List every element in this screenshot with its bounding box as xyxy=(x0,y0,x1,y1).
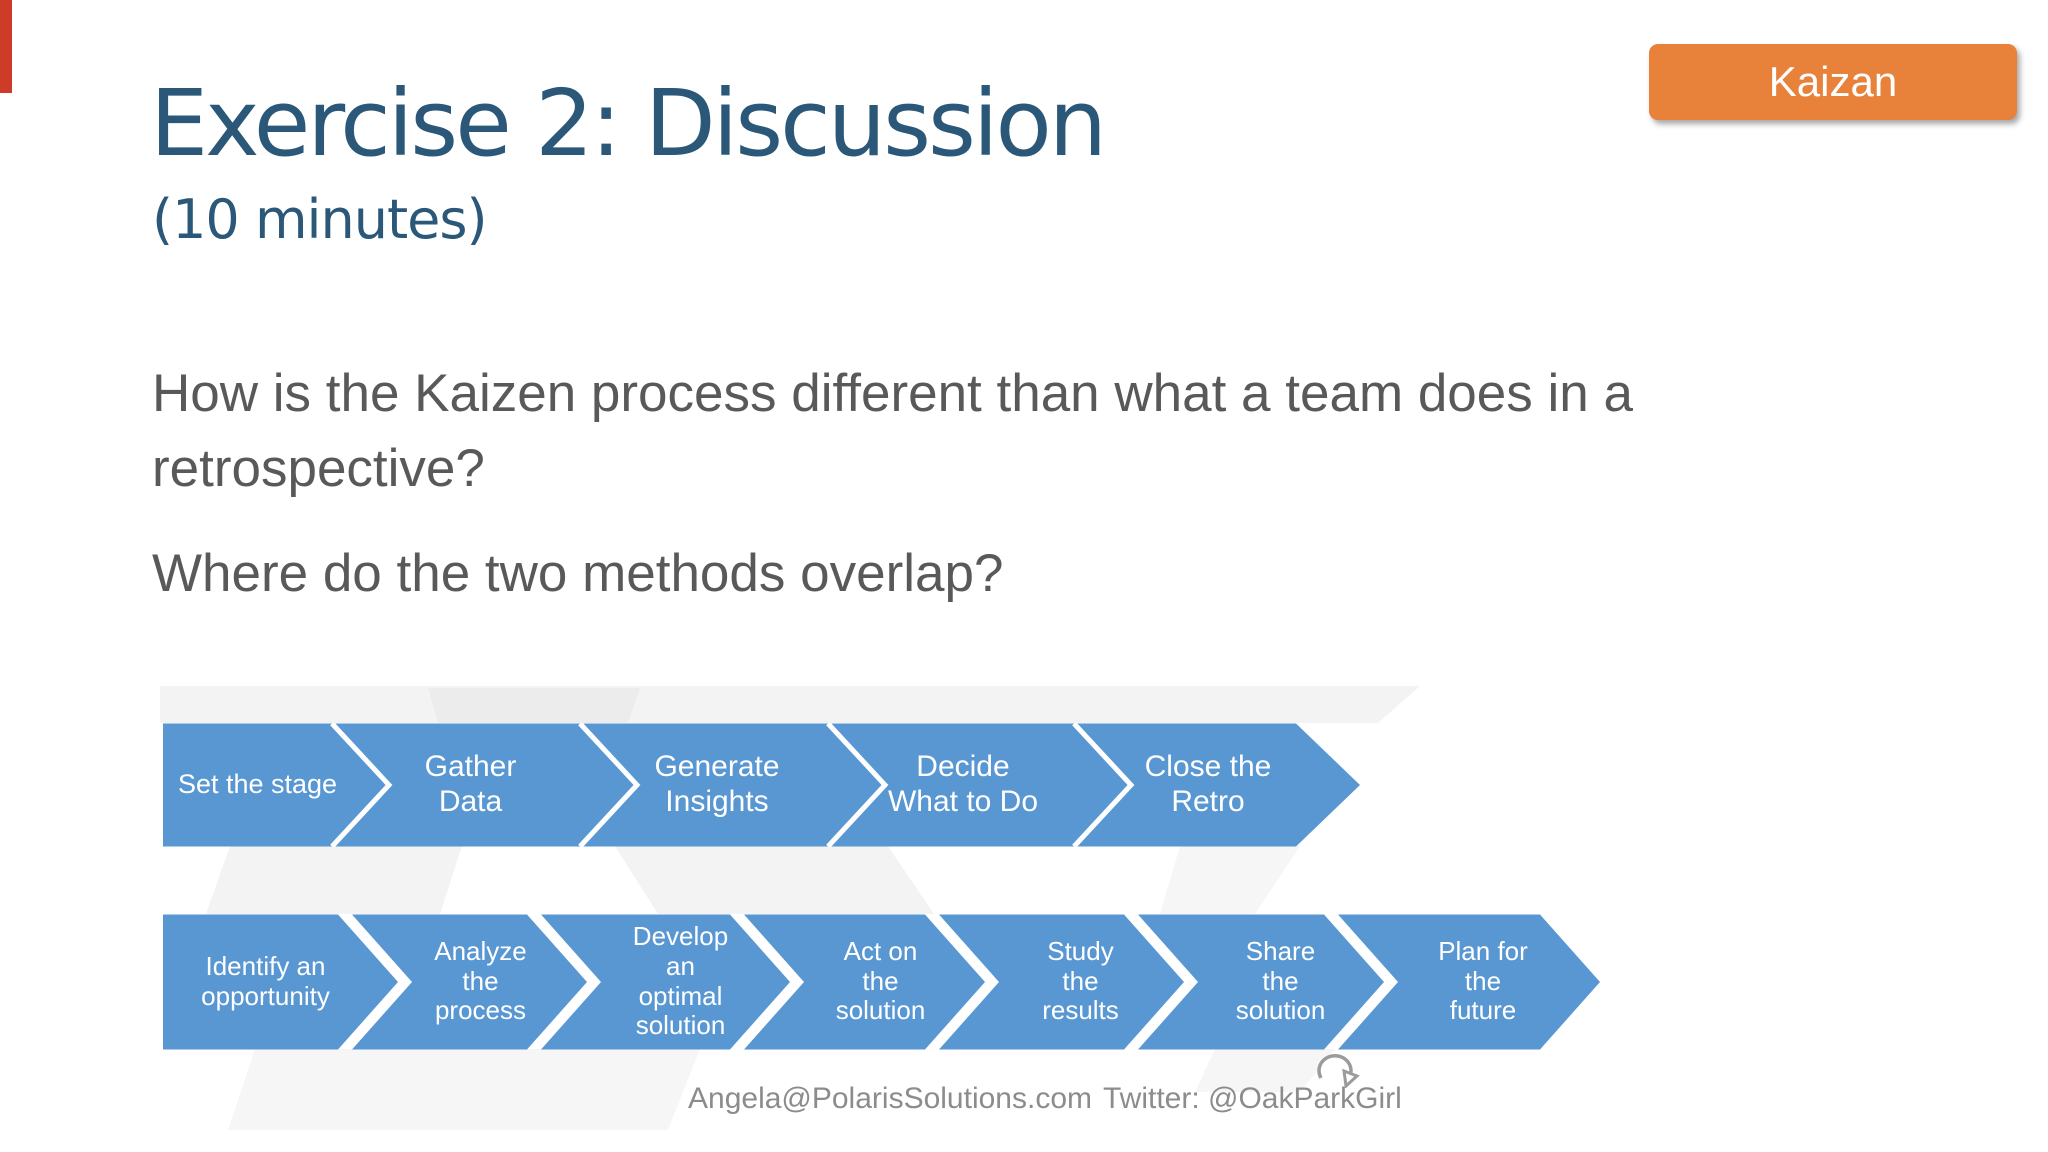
retro-stage-1: Set the stage xyxy=(177,768,338,799)
question-1: How is the Kaizen process different than… xyxy=(152,364,1633,498)
chevron-separator xyxy=(1072,723,1135,847)
chevron-segment xyxy=(163,914,398,1050)
chevron-separator xyxy=(330,723,393,847)
chevron-segment xyxy=(1338,914,1600,1050)
chevron-separator xyxy=(826,723,889,847)
chevron-segment xyxy=(352,914,587,1050)
question-2: Where do the two methods overlap? xyxy=(152,544,1004,603)
discussion-questions: How is the Kaizen process different than… xyxy=(152,356,1872,611)
page-title: Exercise 2: Discussion xyxy=(150,70,1107,177)
kaizen-process-diagram xyxy=(163,914,1600,1050)
footer-email: Angela@PolarisSolutions.com xyxy=(688,1082,1092,1115)
chevron-segment xyxy=(541,914,790,1050)
chevron-separator xyxy=(578,723,641,847)
kaizan-button[interactable]: Kaizan xyxy=(1649,44,2017,120)
circular-arrow-icon xyxy=(1317,1053,1360,1088)
red-accent-bar xyxy=(0,0,12,93)
chevron-segment xyxy=(744,914,985,1050)
footer-twitter: Twitter: @OakParkGirl xyxy=(1103,1082,1402,1115)
retro-band xyxy=(163,723,1360,847)
page-subtitle: (10 minutes) xyxy=(152,188,488,251)
retrospective-process-diagram xyxy=(163,723,1360,847)
chevron-segment xyxy=(939,914,1184,1050)
chevron-segment xyxy=(1138,914,1384,1050)
